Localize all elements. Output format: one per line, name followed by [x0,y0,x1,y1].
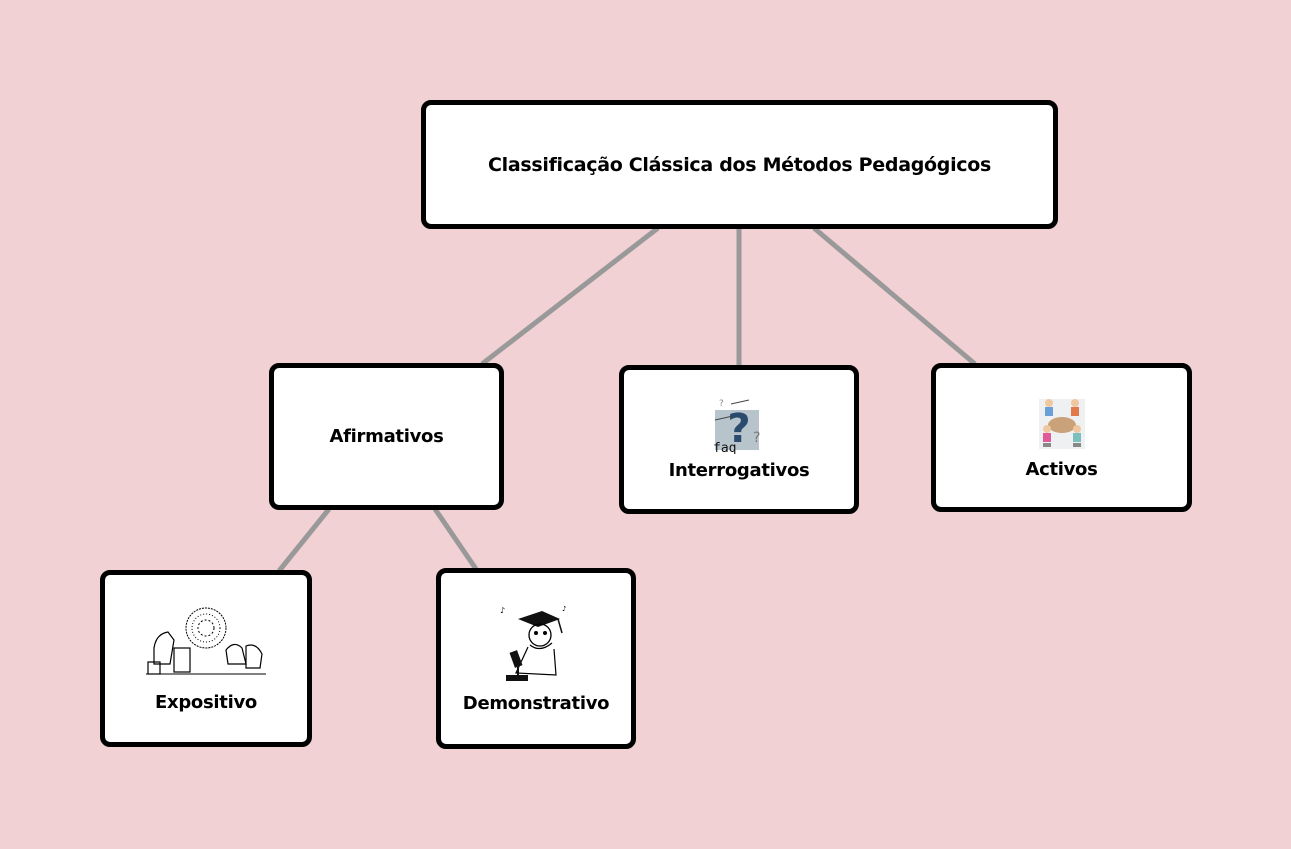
faq-text: faq [713,441,736,454]
node-activos-label: Activos [1025,459,1098,480]
node-demonstrativo-label: Demonstrativo [462,693,610,714]
node-expositivo-label: Expositivo [155,692,257,713]
connector-root-activos [812,226,977,366]
svg-text:?: ? [753,430,760,446]
connector-afirmativos-demonstrativo [432,507,479,571]
scientist-microscope-icon: ♪ ♪ [500,605,566,681]
node-afirmativos-label: Afirmativos [329,426,444,447]
svg-text:?: ? [719,399,724,409]
svg-text:♪: ♪ [562,605,566,613]
connector-afirmativos-expositivo [277,507,331,573]
svg-text:?: ? [727,406,750,452]
children-group-icon [1038,399,1085,449]
node-afirmativos[interactable]: Afirmativos [269,363,504,510]
node-root-label: Classificação Clássica dos Métodos Pedag… [487,153,992,176]
connector-root-afirmativos [480,226,660,366]
node-root[interactable]: Classificação Clássica dos Métodos Pedag… [421,100,1058,229]
node-expositivo[interactable]: Expositivo [100,570,312,747]
lecturer-sketch-icon [146,607,266,675]
node-activos[interactable]: Activos [931,363,1192,512]
question-mark-icon: ? ? ? faq [713,399,760,454]
svg-text:♪: ♪ [500,606,505,615]
node-interrogativos[interactable]: ? ? ? faq Interrogativos [619,365,859,514]
node-demonstrativo[interactable]: ♪ ♪ Demonstrativo [436,568,636,749]
node-interrogativos-label: Interrogativos [668,460,810,481]
